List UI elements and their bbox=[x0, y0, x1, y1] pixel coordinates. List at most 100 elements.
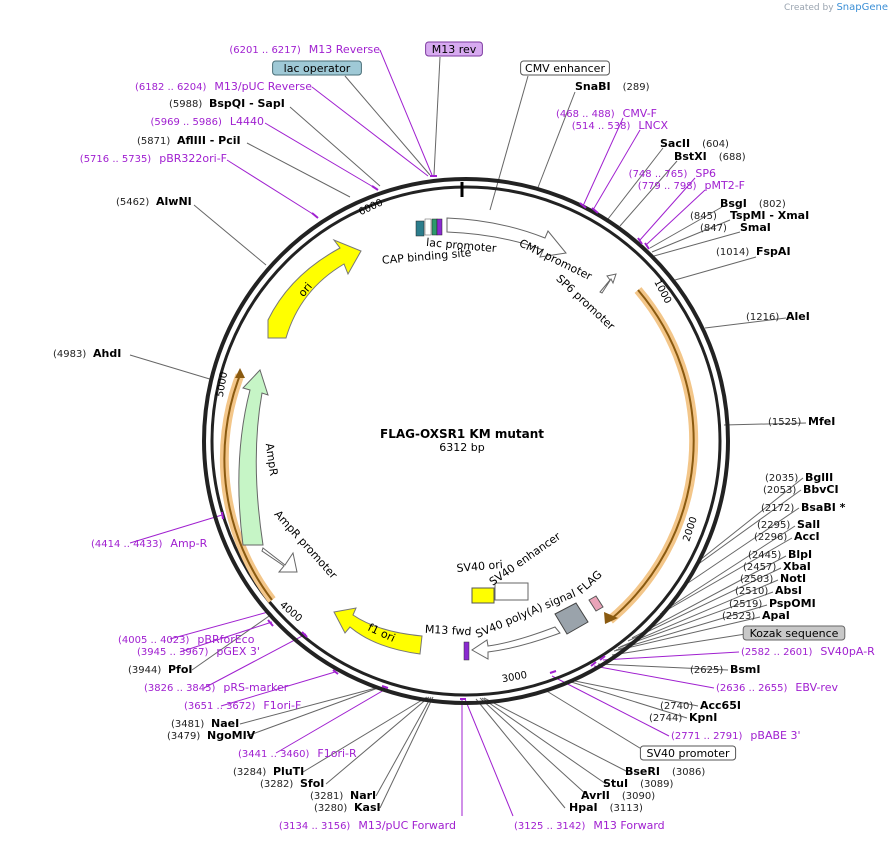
alwni-label: (5462)AlwNI bbox=[116, 195, 192, 208]
sv40-promoter-leader bbox=[544, 689, 649, 754]
avrii-name: AvrII bbox=[581, 789, 610, 802]
pmt2-f-label: (779 .. 798)pMT2-F bbox=[638, 179, 745, 192]
lac-promoter-label: lac promoter bbox=[426, 236, 498, 255]
ngomiv-leader bbox=[246, 687, 379, 737]
sv40pa-r-position: (2582 .. 2601) bbox=[741, 647, 813, 658]
f1ori-f-leader bbox=[220, 671, 336, 707]
pbr322ori-f-name: pBR322ori-F bbox=[159, 152, 227, 165]
m13-puc-forward-label: (3134 .. 3156) M13/pUC Forward bbox=[279, 819, 456, 832]
bglii-name: BglII bbox=[805, 471, 833, 484]
m13-forward-label: (3125 .. 3142)M13 Forward bbox=[514, 819, 665, 832]
lac-operator-label: lac operator bbox=[284, 62, 351, 75]
amp-r-position: (4414 .. 4433) bbox=[91, 539, 163, 550]
lac-operator-leader bbox=[344, 75, 431, 176]
bspqi-name: BspQI - SapI bbox=[209, 97, 285, 110]
bsmi-name: BsmI bbox=[730, 663, 761, 676]
pbabe3-name: pBABE 3' bbox=[750, 729, 800, 742]
bsgi-position: (802) bbox=[759, 199, 786, 210]
sp6-leader bbox=[639, 177, 696, 241]
pbrforeco-position: (4005 .. 4023) bbox=[118, 635, 190, 646]
m13-puc-forward-name: M13/pUC Forward bbox=[358, 819, 456, 832]
sali-label: (2295)SalI bbox=[757, 518, 820, 531]
afliii-label: (5871)AflIII - PciI bbox=[137, 134, 241, 147]
absi-name: AbsI bbox=[775, 584, 802, 597]
m13-rev-label: M13 rev bbox=[432, 43, 477, 56]
bglii-label: (2035)BglII bbox=[765, 471, 833, 484]
cmv-f-name: CMV-F bbox=[623, 107, 657, 120]
flag-label: FLAG bbox=[575, 568, 605, 597]
smai-leader bbox=[653, 231, 741, 257]
orf-arc-right-head bbox=[604, 612, 618, 624]
orf-arc-left-head bbox=[235, 368, 245, 378]
tspmi-position: (845) bbox=[690, 211, 717, 222]
sp6-promoter-arrow bbox=[599, 273, 617, 294]
sp6-name: SP6 bbox=[695, 167, 716, 180]
kasi-leader bbox=[379, 696, 434, 809]
avrii-label: AvrII(3090) bbox=[581, 789, 655, 802]
smai-label: (847)SmaI bbox=[700, 221, 771, 234]
alwni-leader bbox=[193, 204, 267, 266]
acci-label: (2296)AccI bbox=[754, 530, 820, 543]
m13-puc-reverse-name: M13/pUC Reverse bbox=[214, 80, 312, 93]
pgex3-leader bbox=[179, 621, 273, 653]
size-tick-label: 5000 bbox=[215, 371, 230, 398]
psp0mi-label: (2519)PspOMI bbox=[729, 597, 816, 610]
pbabe3-leader bbox=[551, 675, 670, 737]
orf-arc-right bbox=[609, 289, 695, 621]
afliii-leader bbox=[246, 142, 351, 198]
noti-label: (2503)NotI bbox=[740, 572, 806, 585]
hpai-leader bbox=[475, 698, 566, 809]
cmv-f-leader bbox=[582, 117, 624, 207]
m13-rev-leader bbox=[433, 56, 441, 176]
mfei-leader bbox=[723, 422, 807, 426]
blpi-position: (2445) bbox=[748, 550, 781, 561]
tspmi-label: (845)TspMI - XmaI bbox=[690, 209, 809, 222]
ampr-label: AmpR bbox=[263, 442, 280, 477]
cap-binding-site-label: CAP binding site bbox=[381, 246, 472, 267]
apai-name: ApaI bbox=[762, 609, 790, 622]
ebv-rev-label: (2636 .. 2655)EBV-rev bbox=[716, 681, 838, 694]
ahdi-label: (4983)AhdI bbox=[53, 347, 121, 360]
cmv-enhancer-box bbox=[520, 60, 610, 76]
kpni-position: (2744) bbox=[649, 713, 682, 724]
m13-puc-forward-position: (3134 .. 3156) bbox=[279, 821, 351, 832]
bseri-label: BseRI(3086) bbox=[625, 765, 705, 778]
afliii-name: AflIII - PciI bbox=[177, 134, 241, 147]
noti-leader bbox=[619, 579, 779, 648]
stui-position: (3089) bbox=[640, 779, 673, 790]
sali-name: SalI bbox=[797, 518, 820, 531]
size-tick-label: 4000 bbox=[277, 600, 304, 625]
l4440-position: (5969 .. 5986) bbox=[150, 117, 222, 128]
l4440-label: (5969 .. 5986)L4440 bbox=[150, 115, 264, 128]
stui-leader bbox=[481, 697, 607, 785]
cap-binding-box bbox=[415, 220, 425, 237]
pbrforeco-label: (4005 .. 4023)pBRforEco bbox=[118, 633, 255, 646]
bglii-leader bbox=[699, 477, 804, 561]
acc65i-label: (2740)Acc65I bbox=[660, 699, 741, 712]
m13-reverse-name: M13 Reverse bbox=[309, 43, 380, 56]
sv40-promoter-label: SV40 promoter bbox=[646, 747, 730, 760]
bsgi-label: BsgI(802) bbox=[720, 197, 786, 210]
bsabi-leader bbox=[684, 507, 800, 586]
hpai-position: (3113) bbox=[610, 803, 643, 814]
bseri-name: BseRI bbox=[625, 765, 660, 778]
xbai-label: (2457)XbaI bbox=[743, 560, 811, 573]
stui-label: StuI(3089) bbox=[603, 777, 673, 790]
bbvci-leader bbox=[696, 489, 802, 566]
ahdi-name: AhdI bbox=[93, 347, 121, 360]
alei-position: (1216) bbox=[746, 312, 779, 323]
prs-marker-label: (3826 .. 3845)pRS-marker bbox=[144, 681, 289, 694]
ampr-arrow bbox=[238, 369, 269, 546]
alei-name: AleI bbox=[786, 310, 810, 323]
m13-forward-position: (3125 .. 3142) bbox=[514, 821, 586, 832]
blpi-name: BlpI bbox=[788, 548, 812, 561]
f1ori-r-name: F1ori-R bbox=[317, 747, 357, 760]
sacii-name: SacII bbox=[660, 137, 690, 150]
sfoi-position: (3282) bbox=[260, 779, 293, 790]
xbai-position: (2457) bbox=[743, 562, 776, 573]
ebv-rev-leader bbox=[593, 665, 715, 689]
l4440-leader bbox=[264, 122, 376, 189]
pluti-name: PluTI bbox=[273, 765, 304, 778]
kasi-position: (3280) bbox=[314, 803, 347, 814]
sfoi-leader bbox=[325, 696, 430, 785]
